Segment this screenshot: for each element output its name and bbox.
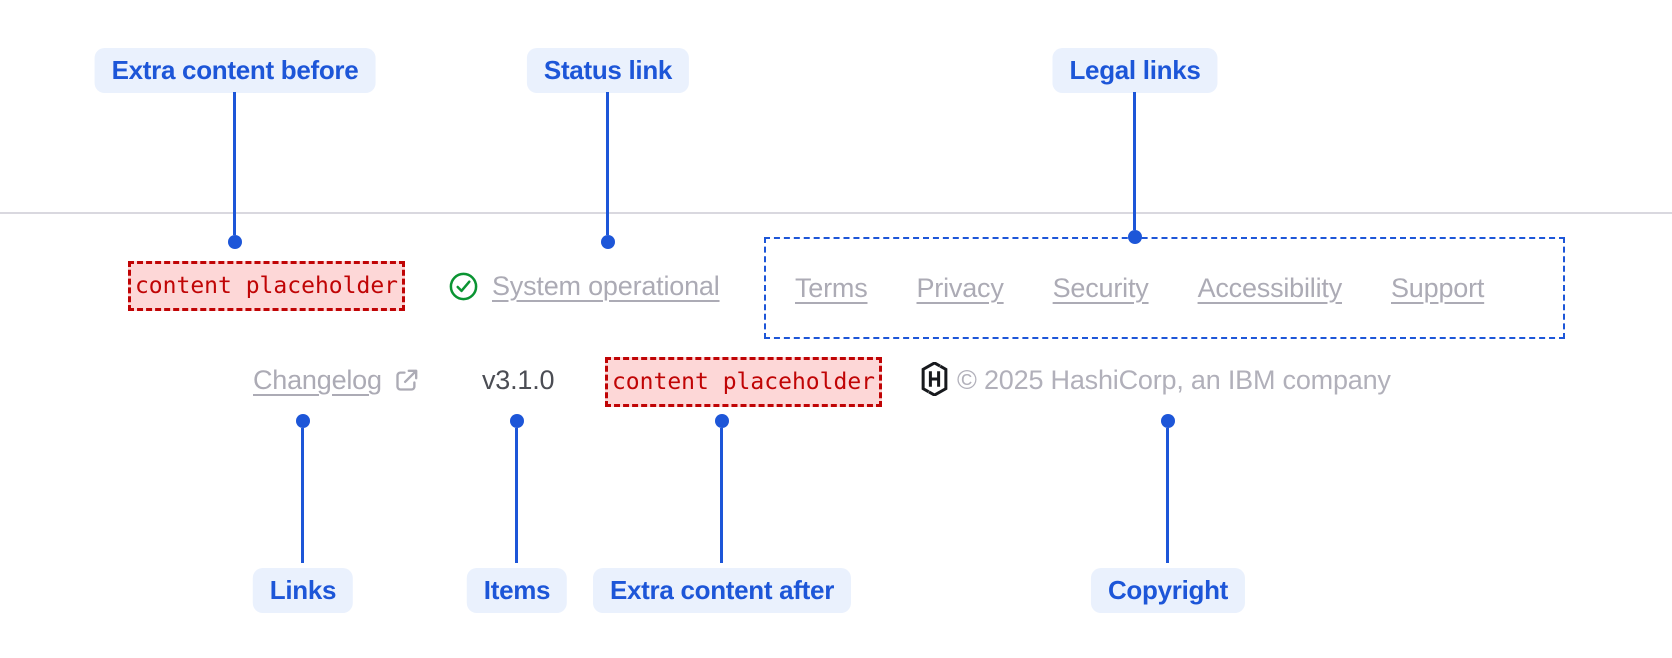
legal-link-security[interactable]: Security: [1052, 272, 1149, 303]
version-item: v3.1.0: [482, 365, 555, 395]
changelog-link-label: Changelog: [253, 364, 382, 395]
annotation-items: Items: [466, 568, 568, 613]
connector-dot: [601, 235, 615, 249]
connector-line: [720, 428, 723, 563]
page-divider: [0, 212, 1672, 214]
legal-link-support[interactable]: Support: [1391, 272, 1485, 303]
connector-line: [1133, 92, 1136, 230]
annotation-links: Links: [252, 568, 354, 613]
connector-dot: [1161, 414, 1175, 428]
connector-dot: [715, 414, 729, 428]
status-link-label: System operational: [492, 270, 720, 301]
annotation-extra-content-before: Extra content before: [94, 48, 376, 93]
legal-link-privacy[interactable]: Privacy: [916, 272, 1004, 303]
hashicorp-logo-icon: [920, 362, 949, 396]
connector-dot: [296, 414, 310, 428]
connector-line: [233, 92, 236, 235]
legal-link-terms[interactable]: Terms: [795, 272, 868, 303]
status-link[interactable]: System operational: [448, 262, 720, 310]
check-circle-icon: [448, 271, 479, 302]
connector-line: [301, 428, 304, 563]
connector-line: [606, 92, 609, 235]
changelog-link[interactable]: Changelog: [253, 362, 420, 398]
connector-dot: [228, 235, 242, 249]
legal-links-region: Terms Privacy Security Accessibility Sup…: [764, 237, 1565, 339]
annotation-copyright: Copyright: [1090, 568, 1246, 613]
annotation-legal-links: Legal links: [1052, 48, 1218, 93]
extra-content-after-placeholder: content placeholder: [605, 357, 882, 407]
annotation-extra-content-after: Extra content after: [592, 568, 852, 613]
connector-line: [515, 428, 518, 563]
connector-line: [1166, 428, 1169, 563]
legal-link-accessibility[interactable]: Accessibility: [1197, 272, 1343, 303]
connector-dot: [510, 414, 524, 428]
extra-content-before-placeholder: content placeholder: [128, 261, 405, 311]
copyright-text: © 2025 HashiCorp, an IBM company: [957, 365, 1391, 395]
annotation-status-link: Status link: [526, 48, 690, 93]
external-link-icon: [393, 367, 420, 394]
